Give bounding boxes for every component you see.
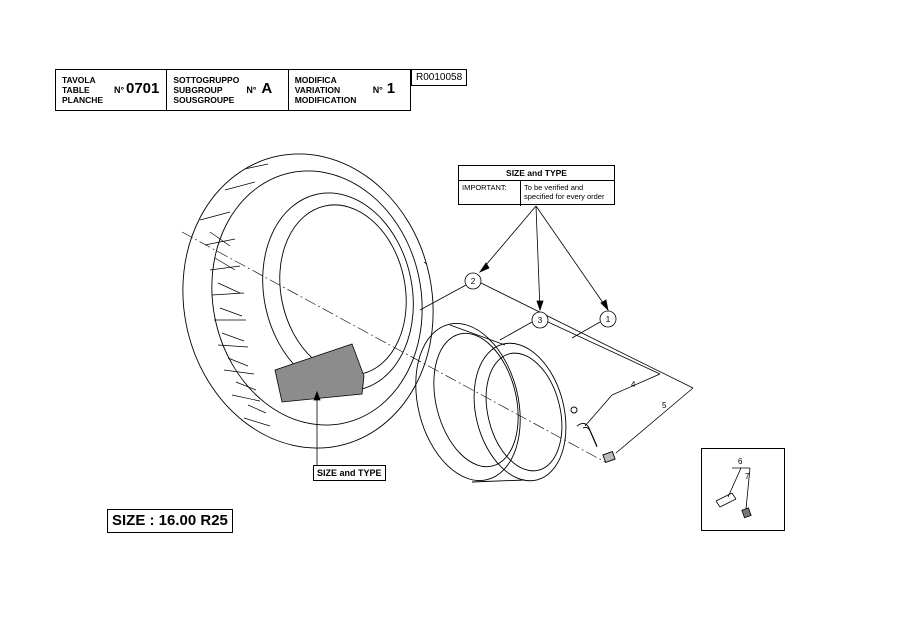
modification-no: N° [372,85,383,95]
rim-back-inner [485,352,563,472]
tire-drawing [182,139,437,455]
table-label-it: TAVOLA [62,75,96,85]
modification-label-en: VARIATION [294,85,341,95]
valve-cap [602,450,616,464]
callout-7: 7 [745,472,750,481]
table-label-en: TABLE [62,85,90,95]
subgroup-label-it: SOTTOGRUPPO [173,75,240,85]
callout-5: 5 [662,401,667,410]
leader-lines [313,205,694,465]
subgroup-label-fr: SOUSGROUPE [173,95,235,105]
svg-text:2: 2 [471,277,476,286]
modification-cell: MODIFICA VARIATION MODIFICATION N° 1 [289,70,410,110]
important-key: IMPORTANT: [459,181,521,206]
subgroup-label-en: SUBGROUP [173,85,223,95]
callout-3: 3 [531,311,549,329]
important-text-line1: To be verified and [524,183,584,192]
subgroup-cell: SOTTOGRUPPO SUBGROUP SOUSGROUPE N° A [167,70,289,110]
valve-drawing [576,423,616,464]
inset-drawing: 6 7 [715,457,752,519]
table-cell: TAVOLA TABLE PLANCHE N° 0701 [56,70,168,110]
title-block: TAVOLA TABLE PLANCHE N° 0701 SOTTOGRUPPO… [55,69,411,111]
svg-text:1: 1 [606,315,611,324]
callout-1: 1 [599,310,617,328]
tire-size-label: SIZE : 16.00 R25 [107,509,233,533]
tire-tread-inner [211,170,423,426]
subgroup-value: A [261,80,273,97]
valve-stem-inner [582,426,598,448]
important-text-line2: specified for every order [524,192,605,201]
rim-drawing [415,322,578,483]
rim-front-inner [433,332,519,468]
important-text: To be verified and specified for every o… [521,181,614,206]
rim-valve-hole [570,406,578,414]
table-no: N° [114,85,125,95]
rim-top-edge [449,324,506,346]
modification-value: 1 [386,80,396,97]
axis-line [181,231,606,463]
modification-label-it: MODIFICA [294,75,337,85]
svg-text:3: 3 [538,316,543,325]
size-type-table: SIZE and TYPE IMPORTANT: To be verified … [458,165,615,206]
valve-stem [576,423,598,447]
callout-4: 4 [631,380,636,389]
rim-bottom-edge [471,479,526,483]
rim-front-flange [415,322,521,482]
size-type-title: SIZE and TYPE [459,166,614,181]
callout-2: 2 [464,272,482,290]
callout-6: 6 [738,457,743,466]
tire-size-type-label: SIZE and TYPE [313,465,386,481]
table-number: 0701 [126,80,160,97]
tire-marking-area [274,343,365,403]
drawing-code: R0010058 [411,69,468,86]
subgroup-no: N° [246,85,257,95]
table-label-fr: PLANCHE [62,95,104,105]
tire-outer-edge [182,153,434,449]
inset-detail: 6 7 [701,448,785,531]
modification-label-fr: MODIFICATION [294,95,357,105]
